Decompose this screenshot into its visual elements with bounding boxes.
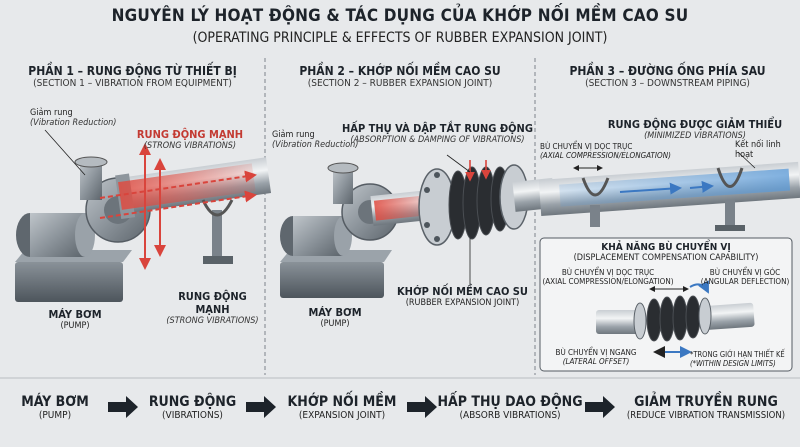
section-1-subtitle: (SECTION 1 – VIBRATION FROM EQUIPMENT) xyxy=(33,78,232,89)
flow-step-absorb: HẤP THỤ DAO ĐỘNG (ABSORB VIBRATIONS) xyxy=(437,394,583,421)
s1-strong-bottom-label: RUNG ĐỘNG MẠNH (STRONG VIBRATIONS) xyxy=(166,290,259,326)
section-2-subtitle: (SECTION 2 – RUBBER EXPANSION JOINT) xyxy=(307,78,493,89)
page-subtitle: (OPERATING PRINCIPLE & EFFECTS OF RUBBER… xyxy=(192,30,608,46)
section-1-title: PHẦN 1 – RUNG ĐỘNG TỪ THIẾT BỊ xyxy=(28,64,237,78)
section-1-pump-drawing xyxy=(15,129,272,302)
inset-header: KHẢ NĂNG BÙ CHUYỂN VỊ (DISPLACEMENT COMP… xyxy=(573,242,759,263)
inset-angular-label: BÙ CHUYỂN VỊ GÓC (ANGULAR DEFLECTION) xyxy=(700,268,790,286)
inset-axial-label: BÙ CHUYỂN VỊ DỌC TRỤC (AXIAL COMPRESSION… xyxy=(542,268,674,286)
inset-lateral-label: BÙ CHUYỂN VỊ NGANG (LATERAL OFFSET) xyxy=(555,348,637,366)
s2-pump-label: MÁY BƠM (PUMP) xyxy=(308,306,362,329)
inset-displacement-box xyxy=(539,237,793,372)
page-title: NGUYÊN LÝ HOẠT ĐỘNG & TÁC DỤNG CỦA KHỚP … xyxy=(111,6,689,26)
inset-limit-label: *TRONG GIỚI HẠN THIẾT KẾ (*WITHIN DESIGN… xyxy=(690,350,785,368)
flow-step-pump: MÁY BƠM (PUMP) xyxy=(21,394,89,421)
flow-step-joint: KHỚP NỐI MỀM (EXPANSION JOINT) xyxy=(287,394,397,421)
s1-reduction-label: Giảm rung (Vibration Reduction) xyxy=(30,108,117,128)
section-3-pipe-drawing xyxy=(538,151,800,231)
section-1-header: PHẦN 1 – RUNG ĐỘNG TỪ THIẾT BỊ (SECTION … xyxy=(0,64,265,89)
s1-pump-label: MÁY BƠM (PUMP) xyxy=(48,308,102,331)
s3-minimized-label: RUNG ĐỘNG ĐƯỢC GIẢM THIỂU (MINIMIZED VIB… xyxy=(607,118,783,141)
s3-axial-label: BÙ CHUYỂN VỊ DỌC TRỤC (AXIAL COMPRESSION… xyxy=(540,142,671,160)
section-2-header: PHẦN 2 – KHỚP NỐI MỀM CAO SU (SECTION 2 … xyxy=(265,64,535,89)
s3-flexible-label: Kết nối linh hoạt xyxy=(735,140,781,160)
s1-strong-top-label: RUNG ĐỘNG MẠNH (STRONG VIBRATIONS) xyxy=(136,128,244,151)
s2-absorb-label: HẤP THỤ VÀ DẬP TẮT RUNG ĐỘNG (ABSORPTION… xyxy=(342,122,533,145)
section-3-header: PHẦN 3 – ĐƯỜNG ỐNG PHÍA SAU (SECTION 3 –… xyxy=(535,64,800,89)
flow-step-reduce: GIẢM TRUYỀN RUNG (REDUCE VIBRATION TRANS… xyxy=(626,394,786,421)
s2-reduction-label: Giảm rung (Vibration Reduction) xyxy=(272,130,359,150)
s2-joint-label: KHỚP NỐI MỀM CAO SU (RUBBER EXPANSION JO… xyxy=(397,285,528,308)
section-2-joint-drawing xyxy=(280,154,556,298)
section-3-subtitle: (SECTION 3 – DOWNSTREAM PIPING) xyxy=(585,78,750,89)
section-3-title: PHẦN 3 – ĐƯỜNG ỐNG PHÍA SAU xyxy=(569,64,766,78)
flow-step-vibrations: RUNG ĐỘNG (VIBRATIONS) xyxy=(148,394,237,421)
flow-arrows xyxy=(108,396,615,418)
section-2-title: PHẦN 2 – KHỚP NỐI MỀM CAO SU xyxy=(299,64,501,78)
